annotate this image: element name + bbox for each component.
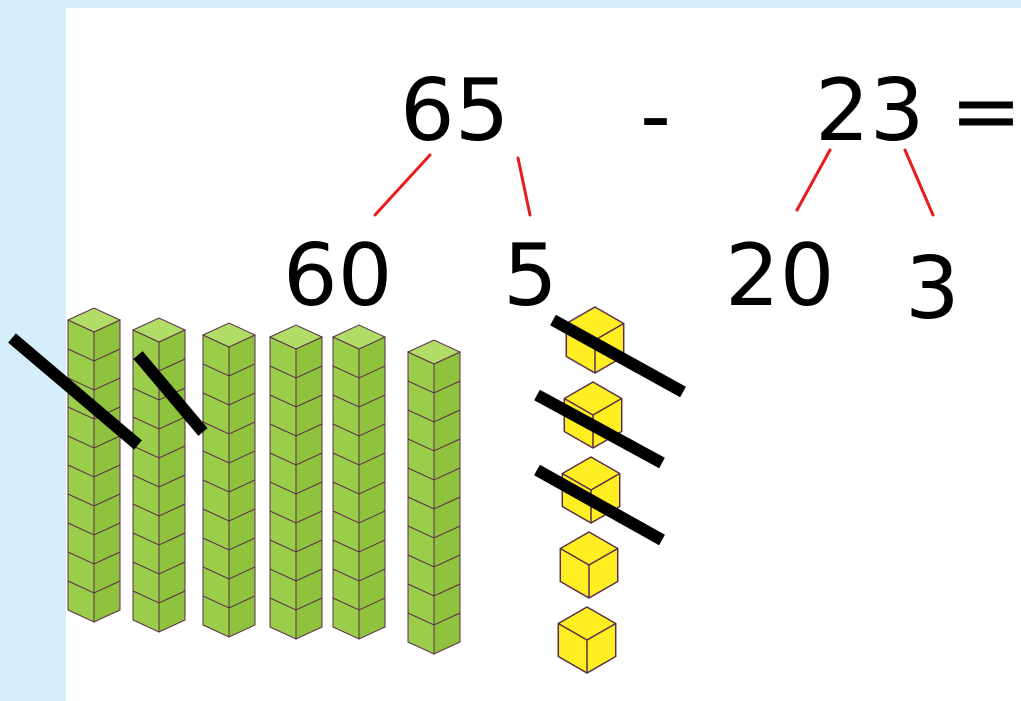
tens-rod — [270, 325, 322, 639]
tens-rods — [68, 308, 460, 654]
minuend: 65 — [400, 61, 509, 161]
equals-sign: = — [950, 61, 1021, 161]
ones-cube — [558, 607, 615, 673]
subtrahend-ones: 3 — [905, 239, 960, 339]
branch-line — [375, 155, 430, 215]
tens-rod — [333, 325, 385, 639]
tens-rod — [203, 323, 255, 637]
ones-cube — [560, 532, 617, 598]
subtrahend-tens: 20 — [725, 226, 834, 326]
branch-line — [797, 150, 830, 210]
subtrahend: 23 — [815, 61, 924, 161]
tens-rod — [68, 308, 120, 622]
minuend-ones: 5 — [503, 226, 558, 326]
branch-line — [518, 158, 530, 215]
tens-rod — [408, 340, 460, 654]
minus-sign: - — [640, 66, 671, 166]
minuend-tens: 60 — [283, 226, 392, 326]
